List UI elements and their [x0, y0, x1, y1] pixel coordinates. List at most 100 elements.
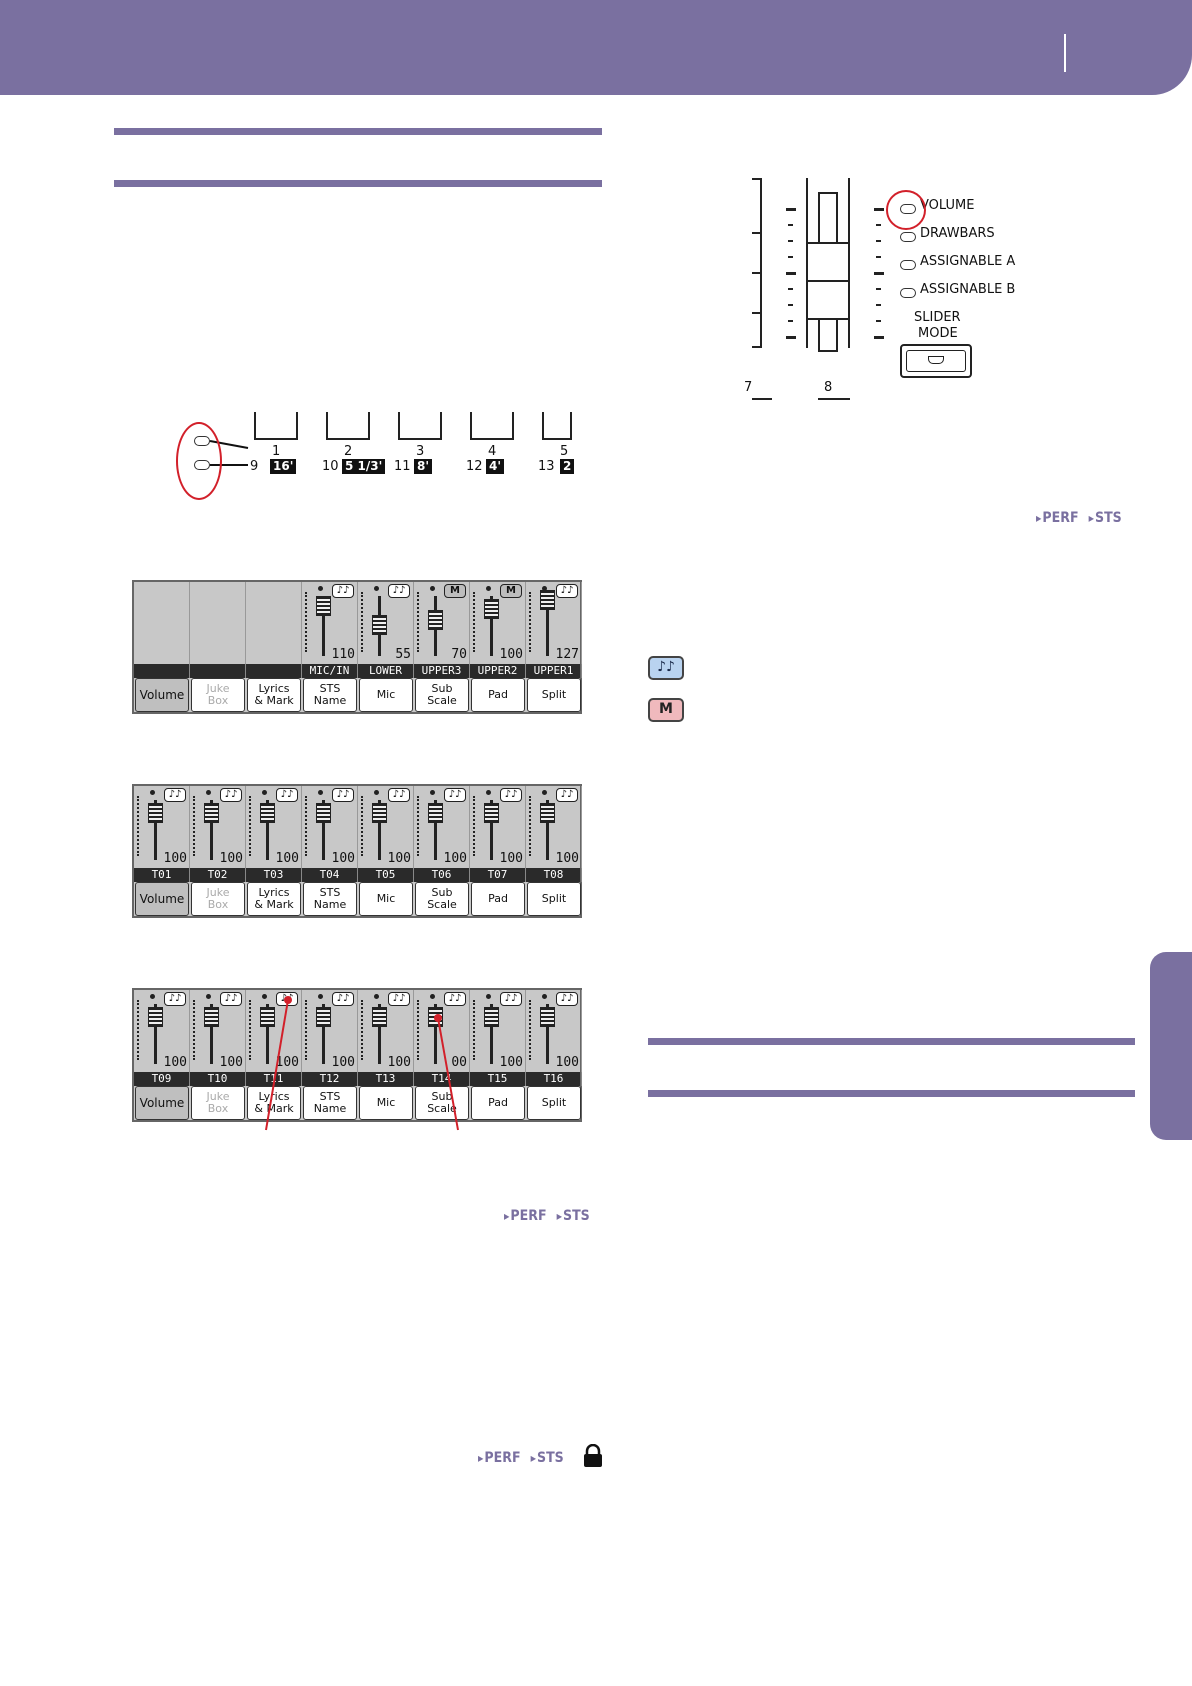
track-slot[interactable]: ♪♪55 — [358, 582, 414, 664]
tab-button-volume[interactable]: Volume — [135, 882, 189, 916]
tab-button-lyrics[interactable]: Lyrics& Mark — [247, 678, 301, 712]
track-slot[interactable]: ♪♪100 — [134, 990, 190, 1072]
tab-button-split[interactable]: Split — [527, 678, 581, 712]
tab-button-volume[interactable]: Volume — [135, 1086, 189, 1120]
track-slot[interactable]: ♪♪100 — [358, 990, 414, 1072]
note-icon[interactable]: ♪♪ — [220, 788, 242, 802]
fader-knob[interactable] — [428, 803, 443, 823]
tab-button-pad[interactable]: Pad — [471, 882, 525, 916]
sts-link[interactable]: STS — [531, 1450, 564, 1466]
note-icon[interactable]: ♪♪ — [388, 992, 410, 1006]
note-icon[interactable]: ♪♪ — [556, 584, 578, 598]
fader-knob[interactable] — [540, 590, 555, 610]
fader-knob[interactable] — [204, 803, 219, 823]
tab-button-mic[interactable]: Mic — [359, 1086, 413, 1120]
fader-knob[interactable] — [484, 599, 499, 619]
perf-link[interactable]: PERF — [478, 1450, 521, 1466]
fader-knob[interactable] — [428, 610, 443, 630]
note-icon[interactable]: ♪♪ — [444, 992, 466, 1006]
track-slot[interactable]: ♪♪100 — [358, 786, 414, 868]
fader-knob[interactable] — [540, 803, 555, 823]
tab-button-mic[interactable]: Mic — [359, 882, 413, 916]
drawbar-2[interactable] — [326, 412, 370, 440]
perf-link[interactable]: PERF — [1036, 510, 1079, 526]
sts-link[interactable]: STS — [557, 1208, 590, 1224]
track-slot[interactable]: ♪♪100 — [302, 990, 358, 1072]
tab-button-split[interactable]: Split — [527, 882, 581, 916]
tab-button-split[interactable]: Split — [527, 1086, 581, 1120]
perf-link[interactable]: PERF — [504, 1208, 547, 1224]
fader-knob[interactable] — [148, 1007, 163, 1027]
fader-knob[interactable] — [204, 1007, 219, 1027]
note-icon[interactable]: ♪♪ — [500, 992, 522, 1006]
track-slot[interactable]: ♪♪100 — [470, 990, 526, 1072]
fader-knob[interactable] — [484, 1007, 499, 1027]
fader-knob[interactable] — [260, 803, 275, 823]
fader-knob[interactable] — [316, 1007, 331, 1027]
track-slot[interactable]: ♪♪100 — [190, 990, 246, 1072]
track-slot[interactable]: ♪♪100 — [246, 786, 302, 868]
mute-icon[interactable]: M — [500, 584, 522, 598]
track-slot[interactable]: ♪♪100 — [246, 990, 302, 1072]
note-icon[interactable]: ♪♪ — [556, 788, 578, 802]
track-slot[interactable]: ♪♪100 — [470, 786, 526, 868]
note-icon[interactable]: ♪♪ — [388, 584, 410, 598]
note-icon[interactable]: ♪♪ — [332, 788, 354, 802]
drawbar-5[interactable] — [542, 412, 572, 440]
track-slot[interactable]: ♪♪100 — [414, 786, 470, 868]
note-icon[interactable]: ♪♪ — [332, 992, 354, 1006]
track-slot[interactable]: ♪♪100 — [190, 786, 246, 868]
track-slot[interactable]: ♪♪00 — [414, 990, 470, 1072]
note-icon[interactable]: ♪♪ — [164, 992, 186, 1006]
drawbar-3[interactable] — [398, 412, 442, 440]
note-icon[interactable]: ♪♪ — [556, 992, 578, 1006]
fader-knob[interactable] — [484, 803, 499, 823]
tab-button-volume[interactable]: Volume — [135, 678, 189, 712]
note-icon[interactable]: ♪♪ — [276, 788, 298, 802]
fader-knob[interactable] — [540, 1007, 555, 1027]
note-icon[interactable]: ♪♪ — [332, 584, 354, 598]
track-slot[interactable]: ♪♪100 — [526, 990, 582, 1072]
fader-knob[interactable] — [372, 1007, 387, 1027]
fader-knob[interactable] — [316, 596, 331, 616]
note-icon[interactable]: ♪♪ — [500, 788, 522, 802]
tab-button-lyrics[interactable]: Lyrics& Mark — [247, 882, 301, 916]
track-slot[interactable]: ♪♪127 — [526, 582, 582, 664]
note-icon[interactable]: ♪♪ — [164, 788, 186, 802]
note-icon[interactable]: ♪♪ — [220, 992, 242, 1006]
track-slot[interactable]: ♪♪110 — [302, 582, 358, 664]
mute-icon[interactable]: M — [444, 584, 466, 598]
track-slot[interactable]: ♪♪100 — [526, 786, 582, 868]
note-icon[interactable]: ♪♪ — [388, 788, 410, 802]
fader-knob[interactable] — [316, 803, 331, 823]
tab-button-pad[interactable]: Pad — [471, 678, 525, 712]
drawbar-number-lower: 11 — [394, 459, 411, 474]
slider-mode-button[interactable] — [900, 344, 972, 378]
track-slot[interactable]: ♪♪100 — [134, 786, 190, 868]
fader-knob[interactable] — [372, 803, 387, 823]
drawbar-1[interactable] — [254, 412, 298, 440]
level-scale — [137, 796, 141, 856]
fader-knob[interactable] — [372, 615, 387, 635]
fader-knob[interactable] — [260, 1007, 275, 1027]
sts-link[interactable]: STS — [1089, 510, 1122, 526]
tab-button-pad[interactable]: Pad — [471, 1086, 525, 1120]
tab-button-mic[interactable]: Mic — [359, 678, 413, 712]
slider-scale-tick — [876, 320, 881, 322]
fader-knob[interactable] — [148, 803, 163, 823]
note-icon[interactable]: ♪♪ — [444, 788, 466, 802]
drawbar-4[interactable] — [470, 412, 514, 440]
track-slot[interactable]: ♪♪100 — [302, 786, 358, 868]
